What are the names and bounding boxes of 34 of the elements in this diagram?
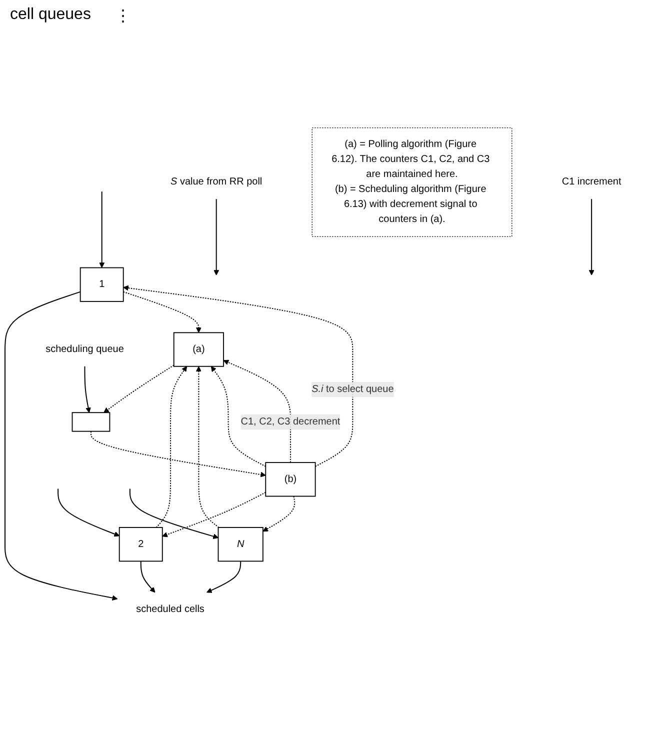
arrow <box>4 291 118 601</box>
arrow <box>122 291 202 333</box>
node-box <box>72 412 110 432</box>
arrow <box>210 366 266 467</box>
arrow <box>162 492 266 538</box>
node-box: 2 <box>118 527 163 562</box>
edge-label: S.i to select queue <box>312 384 394 394</box>
arrow <box>90 430 266 478</box>
arrow <box>223 360 291 464</box>
arrow <box>84 366 91 413</box>
arrow <box>196 366 220 528</box>
arrow <box>588 198 594 276</box>
node-box: (b) <box>265 462 316 497</box>
arrow <box>123 285 354 467</box>
node-box: (a) <box>173 332 224 367</box>
arrow <box>140 560 156 593</box>
arrow <box>214 198 220 276</box>
node-text: scheduling queue <box>46 344 124 355</box>
node-text: C1 increment <box>562 176 622 188</box>
annotation-text: ⋮ <box>114 7 131 26</box>
node-box: 1 <box>80 267 124 302</box>
arrow <box>58 488 120 537</box>
arrow <box>262 496 296 532</box>
node-text: S value from RR poll <box>170 176 262 188</box>
arrow <box>156 366 188 528</box>
arrow <box>206 560 242 593</box>
node-box: (a) = Polling algorithm (Figure 6.12). The counters C1, C2, and C3 are maintained here. (b) = Scheduling algorithm (Figure 6.13) with decrement signal to counters in (a). <box>312 128 512 237</box>
node-text: scheduled cells <box>136 604 204 614</box>
arrow <box>129 488 218 540</box>
arrow <box>104 364 174 413</box>
annotation-text: cell queues <box>10 6 91 25</box>
edge-label: C1, C2, C3 decrement <box>240 416 340 427</box>
node-box: N <box>218 527 264 562</box>
arrow <box>99 191 105 268</box>
